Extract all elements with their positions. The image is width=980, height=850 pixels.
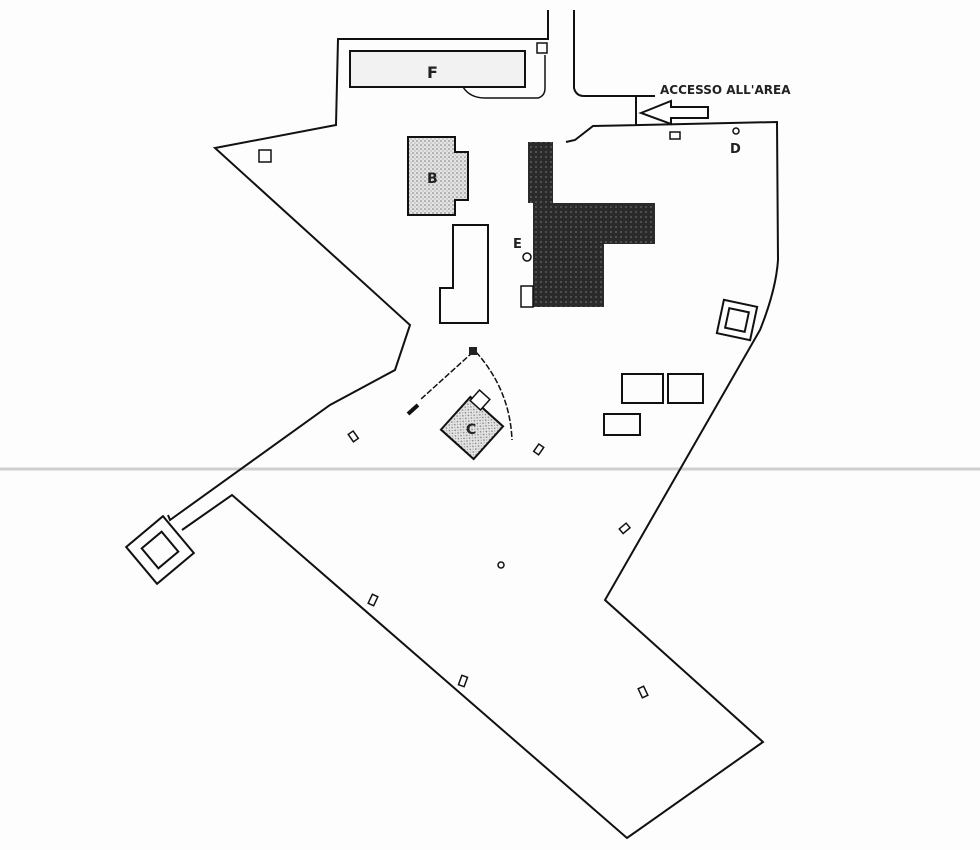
label-e: E <box>513 237 522 252</box>
small-box <box>258 149 272 163</box>
site-boundary <box>167 10 549 522</box>
right-structure <box>715 298 759 342</box>
marker <box>469 347 477 355</box>
small-box <box>669 131 681 140</box>
shed-1 <box>621 373 664 404</box>
bench <box>406 403 420 416</box>
building-b <box>407 136 469 216</box>
access-road <box>573 10 655 126</box>
building-f <box>349 50 526 88</box>
path-curve <box>419 351 513 441</box>
annex-box <box>520 285 534 308</box>
small-box <box>536 42 548 54</box>
driveway <box>462 55 546 99</box>
small-markers <box>347 429 649 699</box>
access-arrow-icon <box>638 99 709 126</box>
label-c: C <box>466 422 476 438</box>
label-f: F <box>427 63 438 82</box>
point-e-marker <box>522 252 532 262</box>
site-boundary-lower <box>181 120 780 840</box>
point-d-marker <box>732 127 740 135</box>
building-c <box>439 395 505 461</box>
shed-3 <box>603 413 641 436</box>
label-d: D <box>730 142 741 157</box>
access-label: ACCESSO ALL'AREA <box>660 83 791 97</box>
main-building <box>528 142 655 307</box>
corner-structure <box>124 514 196 586</box>
c-annex <box>469 389 491 411</box>
building-outline <box>439 224 489 324</box>
label-b: B <box>427 171 438 187</box>
shed-2 <box>667 373 704 404</box>
